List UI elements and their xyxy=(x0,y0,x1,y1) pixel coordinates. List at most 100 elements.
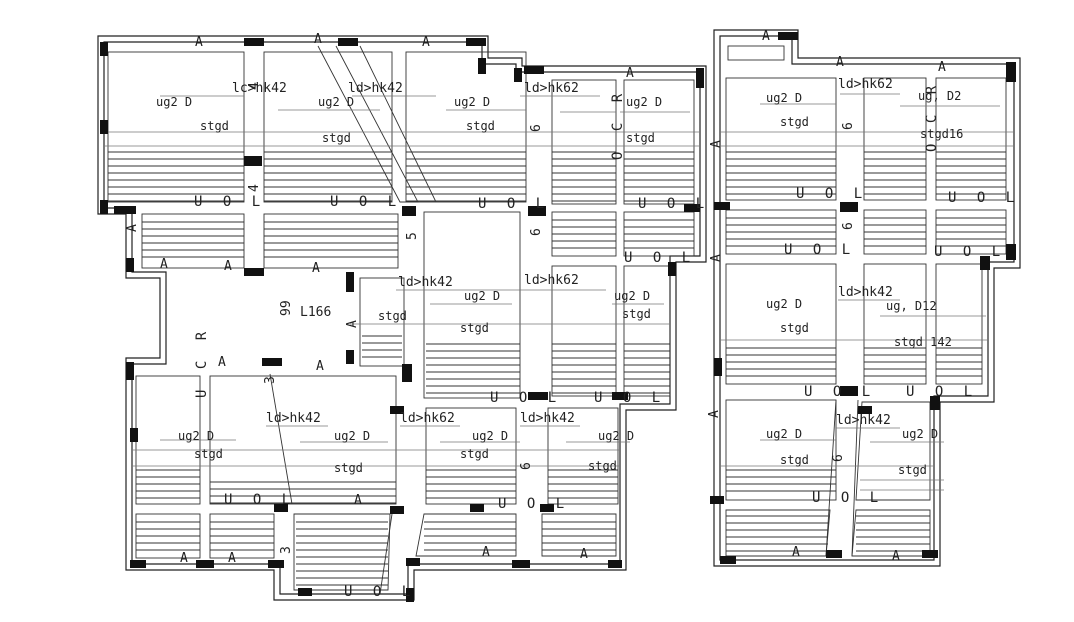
column-block xyxy=(466,38,486,46)
label-ug: ug2 D xyxy=(598,429,634,443)
column-block xyxy=(262,358,282,366)
column-block xyxy=(528,392,548,400)
label-a: A xyxy=(762,29,770,44)
label-beam: ld>hk42 xyxy=(836,413,891,428)
column-block xyxy=(244,156,262,166)
column-block xyxy=(114,206,136,214)
label-beam: ld>hk62 xyxy=(524,273,579,288)
label-a: A xyxy=(709,140,724,148)
slab-hatch-lines xyxy=(108,151,1006,586)
label-uol: U O L xyxy=(498,496,570,512)
column-block xyxy=(268,560,284,568)
label-ug: ug2 D xyxy=(766,91,802,105)
label-a: A xyxy=(224,259,232,274)
label-ug: ug2 D xyxy=(902,427,938,441)
label-a: A xyxy=(482,545,490,560)
label-ug: ug2 D xyxy=(156,95,192,109)
column-block xyxy=(390,506,404,514)
column-block xyxy=(524,66,544,74)
column-block xyxy=(710,496,724,504)
label-stgd: stgd xyxy=(378,309,407,323)
label-stgd: stgd xyxy=(194,447,223,461)
column-block xyxy=(696,68,704,88)
label-stgd: stgd xyxy=(200,119,229,133)
column-block xyxy=(612,392,628,400)
label-number: 3 xyxy=(263,376,278,384)
label-ug: ug, D2 xyxy=(918,89,961,103)
label-a: A xyxy=(314,32,322,47)
label-number: 6 xyxy=(831,454,846,462)
label-ug: ug2 D xyxy=(614,289,650,303)
label-a: A xyxy=(626,66,634,81)
label-number: 6 xyxy=(529,124,544,132)
label-number: 6 xyxy=(841,122,856,130)
column-block xyxy=(980,256,990,270)
label-uol: U O L xyxy=(224,492,296,508)
label-ug: ug2 D xyxy=(766,297,802,311)
column-block xyxy=(338,38,358,46)
label-stgd: stgd xyxy=(466,119,495,133)
column-block xyxy=(196,560,214,568)
column-block xyxy=(714,202,730,210)
column-block xyxy=(274,504,288,512)
label-beam: ld>hk42 xyxy=(266,411,321,426)
label-stgd: stgd16 xyxy=(920,127,963,141)
label-beam: ld>hk42 xyxy=(838,285,893,300)
column-block xyxy=(922,550,938,558)
label-ocr: O C R xyxy=(610,88,626,160)
annotations: A A A A A A A A A A A A A A A A A A A A … xyxy=(125,29,1014,600)
label-number: 4 xyxy=(247,184,262,192)
label-uol: U O L xyxy=(934,244,1006,260)
reference-lines xyxy=(104,93,1014,491)
label-a: A xyxy=(195,35,203,50)
column-block xyxy=(298,588,312,596)
column-block xyxy=(406,588,414,602)
label-a: A xyxy=(354,493,362,508)
label-beam: ld>hk62 xyxy=(524,81,579,96)
label-uol: U O L xyxy=(784,242,856,258)
label-number: 6 xyxy=(529,228,544,236)
label-a: A xyxy=(836,55,844,70)
label-ug: ug2 D xyxy=(472,429,508,443)
label-ug: ug2 D xyxy=(334,429,370,443)
label-number: 5 xyxy=(405,232,420,240)
label-uol: U O L xyxy=(330,194,402,210)
label-ug: ug, D12 xyxy=(886,299,937,313)
label-stgd: stgd xyxy=(460,321,489,335)
column-block xyxy=(684,204,700,212)
label-ug: ug2 D xyxy=(454,95,490,109)
label-stgd: stgd xyxy=(622,307,651,321)
column-block xyxy=(1006,62,1016,82)
column-block xyxy=(528,206,546,216)
label-ug: ug2 D xyxy=(464,289,500,303)
column-block xyxy=(402,364,412,382)
label-ug: ug2 D xyxy=(318,95,354,109)
label-ug: ug2 D xyxy=(178,429,214,443)
column-block xyxy=(714,358,722,376)
label-stgd: stgd xyxy=(780,453,809,467)
label-number: 3 xyxy=(279,546,294,554)
label-uol: U O L xyxy=(194,194,266,210)
label-stgd: stgd xyxy=(322,131,351,145)
label-beam: ld>hk42 xyxy=(348,81,403,96)
label-beam: ld>hk62 xyxy=(400,411,455,426)
label-uol: U O L xyxy=(906,384,978,400)
label-uol: U O L xyxy=(344,584,416,600)
column-block xyxy=(668,262,676,276)
label-a: A xyxy=(228,551,236,566)
label-stgd: stgd xyxy=(626,131,655,145)
label-a: A xyxy=(709,254,724,262)
label-a: A xyxy=(316,359,324,374)
label-uol: U O L xyxy=(478,196,550,212)
column-block xyxy=(540,504,554,512)
label-ucr: U C R xyxy=(194,326,210,398)
column-block xyxy=(126,362,134,380)
column-block xyxy=(858,406,872,414)
label-stgd: stgd xyxy=(334,461,363,475)
label-a: A xyxy=(707,410,722,418)
column-block xyxy=(720,556,736,564)
column-block xyxy=(126,258,134,272)
label-ug: ug2 D xyxy=(766,427,802,441)
label-stgd: stgd xyxy=(780,321,809,335)
